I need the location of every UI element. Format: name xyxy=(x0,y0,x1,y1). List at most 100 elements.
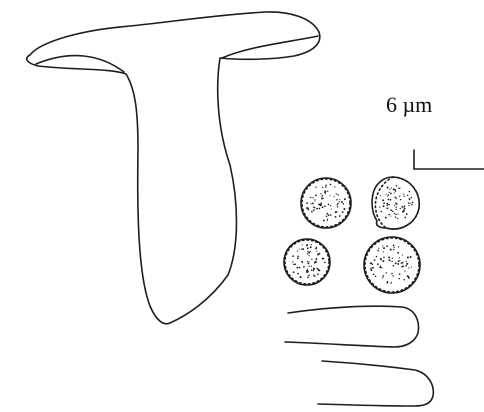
spore-ornament-dot xyxy=(390,209,392,211)
spore-ornament-dot xyxy=(313,270,314,271)
spore-ornament-dot xyxy=(318,253,320,255)
spore-ornament-dot xyxy=(319,270,320,271)
spore-ornament-dot xyxy=(389,189,390,190)
spore-ornament-dot xyxy=(391,261,392,262)
spore-ornament-dot xyxy=(339,199,340,200)
spore-ornament-dot xyxy=(315,258,317,260)
spore-ornament-dot xyxy=(407,195,408,196)
club-shaped-cell-icon xyxy=(318,361,433,406)
spore-ornament-dot xyxy=(399,257,400,258)
spore-ornament-dot xyxy=(408,267,409,268)
spore-ornament-dot xyxy=(337,206,339,208)
spore-ornament-dot xyxy=(322,206,324,208)
spore-ornament-dot xyxy=(386,245,388,247)
spore-ornament-dot xyxy=(302,244,303,245)
spore-ornament-dot xyxy=(306,244,308,246)
spore-ornament-dot xyxy=(299,267,301,269)
spore-ornament-dot xyxy=(404,270,405,271)
spore-ornament-dot xyxy=(392,258,393,259)
spore-ornament-dot xyxy=(320,193,321,194)
spore-ornament-dot xyxy=(318,203,320,205)
spore-ornament-dot xyxy=(397,218,398,219)
spore-ornament-dot xyxy=(375,276,376,277)
spore-ornament-dot xyxy=(316,246,317,247)
echinulate-spore-icon xyxy=(301,178,351,228)
spore-ornament-dot xyxy=(374,259,376,261)
spore-ornament-dot xyxy=(311,244,312,245)
spore-ornament-dot xyxy=(308,275,310,277)
t-shaped-cell-icon xyxy=(27,12,320,324)
spore-ornament-dot xyxy=(315,261,317,263)
spore-ornament-dot xyxy=(390,199,392,201)
spore-ornament-dot xyxy=(393,245,395,247)
spore-ornament-dot xyxy=(394,205,395,206)
spore-ornament-dot xyxy=(383,251,384,252)
spore-ornament-dot xyxy=(387,281,389,283)
spore-ornament-dot xyxy=(299,248,300,249)
spore-ornament-dot xyxy=(395,198,396,199)
spore-ornament-dot xyxy=(373,273,375,275)
spore-ornament-dot xyxy=(315,187,316,188)
spore-ornament-dot xyxy=(309,261,310,262)
spore-ornament-dot xyxy=(407,257,409,259)
spore-ornament-dot xyxy=(308,255,309,256)
spore-ornament-dot xyxy=(394,192,395,193)
spore-ornament-dot xyxy=(317,273,319,275)
spore-ornament-dot xyxy=(319,208,321,210)
spore-ornament-dot xyxy=(387,195,388,196)
spore-ornament-dot xyxy=(383,257,385,259)
spore-ornament-dot xyxy=(336,199,338,201)
spore-ornament-dot xyxy=(408,202,410,204)
spore-ornament-dot xyxy=(337,194,338,195)
spore-ornament-dot xyxy=(388,194,389,195)
spore-ornament-dot xyxy=(310,203,311,204)
spore-ornament-dot xyxy=(313,209,315,211)
spore-ornament-dot xyxy=(382,260,384,262)
spore-ornament-dot xyxy=(386,204,388,206)
spore-ornament-dot xyxy=(376,256,377,257)
spore-ornament-dot xyxy=(398,260,400,262)
spore-ornament-dot xyxy=(312,197,313,198)
spore-ornament-dot xyxy=(393,249,394,250)
spore-ornament-dot xyxy=(306,202,308,204)
spore-ornament-dot xyxy=(406,213,408,215)
spore-ornament-dot xyxy=(371,269,373,271)
spore-ornament-dot xyxy=(403,193,404,194)
spore-ornament-dot xyxy=(316,251,317,252)
spore-ornament-dot xyxy=(325,186,327,188)
spore-ornament-dot xyxy=(395,202,397,204)
spore-ornament-dot xyxy=(328,214,330,216)
spore-ornament-dot xyxy=(343,203,345,205)
lower-basidium xyxy=(318,361,433,406)
spore-ornament-dot xyxy=(321,198,322,199)
spore-ornament-dot xyxy=(383,247,385,249)
spore-ornament-dot xyxy=(382,199,384,201)
spore-ornament-dot xyxy=(344,198,346,200)
spore-ornament-dot xyxy=(380,195,381,196)
scale-bar xyxy=(414,150,484,169)
spore-ornament-dot xyxy=(292,261,293,262)
spore-ornament-dot xyxy=(382,275,384,277)
spore-ornament-dot xyxy=(300,276,302,278)
spore-ornament-dot xyxy=(395,216,396,217)
spore-ornament-dot xyxy=(395,206,396,207)
spore-ornament-dot xyxy=(404,205,406,207)
spore-ornament-dot xyxy=(311,266,312,267)
spore-ornament-dot xyxy=(306,271,308,273)
spore-ornament-dot xyxy=(405,265,407,267)
spore-ornament-dot xyxy=(307,251,308,252)
spore-ornament-dot xyxy=(308,252,310,254)
spore-ornament-dot xyxy=(297,273,299,275)
spore-ornament-dot xyxy=(317,253,319,255)
spore-ornament-dot xyxy=(328,204,330,206)
spore-ornament-dot xyxy=(388,257,390,259)
spore-ornament-dot xyxy=(293,271,295,273)
spore-ornament-dot xyxy=(409,191,410,192)
spore-ornament-dot xyxy=(339,215,341,217)
spore-ornament-dot xyxy=(308,209,310,211)
spore-ornament-dot xyxy=(411,204,412,205)
spore-ornament-dot xyxy=(401,262,403,264)
spore-ornament-dot xyxy=(307,253,308,254)
